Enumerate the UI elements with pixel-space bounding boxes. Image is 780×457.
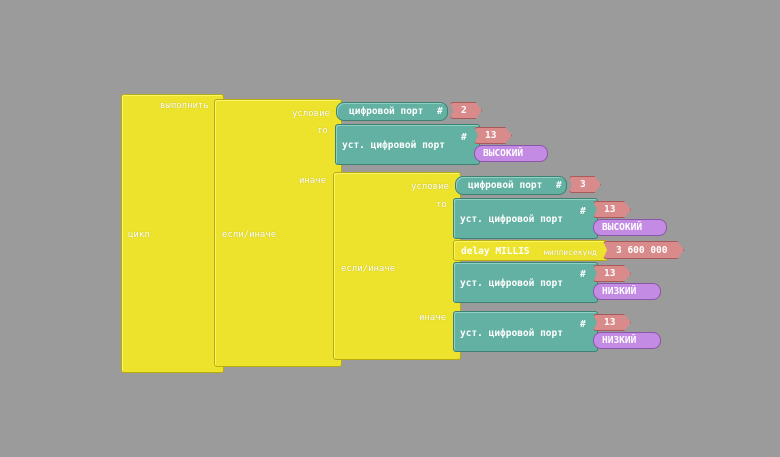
- digital-read-label-2: цифровой порт: [468, 180, 543, 191]
- hash-icon: #: [437, 106, 443, 117]
- loop-do-label: выполнить: [160, 101, 209, 111]
- digital-read-label-1: цифровой порт: [349, 106, 424, 117]
- loop-block[interactable]: [121, 94, 224, 373]
- state-block-4[interactable]: [593, 332, 661, 349]
- inner-then-label: то: [436, 200, 447, 210]
- delay-value: 3 600 000: [616, 245, 668, 256]
- state-block-2[interactable]: [593, 219, 667, 236]
- milliseconds-label: миллисекунд: [544, 248, 597, 257]
- if-else-block-outer[interactable]: [214, 99, 342, 367]
- outer-then-label: то: [317, 126, 328, 136]
- inner-else-label: иначе: [419, 313, 447, 323]
- pin-number-3: 3: [580, 179, 586, 190]
- hash-icon: #: [461, 132, 467, 143]
- digital-write-block-1[interactable]: [335, 124, 480, 165]
- digital-write-block-2[interactable]: [453, 198, 598, 239]
- pin-number-6: 13: [604, 317, 616, 328]
- pin-number-2: 13: [485, 130, 497, 141]
- digital-write-label-2: уст. цифровой порт: [460, 214, 563, 225]
- delay-label: delay MILLIS: [461, 246, 530, 257]
- loop-label: цикл: [128, 230, 150, 240]
- digital-write-label-1: уст. цифровой порт: [342, 140, 445, 151]
- inner-condition-label: условие: [411, 182, 449, 192]
- hash-icon: #: [556, 180, 562, 191]
- if-else-outer-label: если/иначе: [222, 230, 277, 240]
- state-value-2: ВЫСОКИЙ: [602, 222, 643, 233]
- digital-write-label-4: уст. цифровой порт: [460, 328, 563, 339]
- pin-number-4: 13: [604, 204, 616, 215]
- digital-write-block-4[interactable]: [453, 311, 598, 352]
- state-block-1[interactable]: [474, 145, 548, 162]
- hash-icon: #: [580, 206, 586, 217]
- pin-number-5: 13: [604, 268, 616, 279]
- digital-write-block-3[interactable]: [453, 262, 598, 303]
- if-else-block-inner[interactable]: [333, 172, 461, 360]
- digital-read-block-1[interactable]: [336, 102, 448, 121]
- digital-write-label-3: уст. цифровой порт: [460, 278, 563, 289]
- outer-condition-label: условие: [292, 109, 330, 119]
- pin-number-1: 2: [461, 105, 467, 116]
- state-block-3[interactable]: [593, 283, 661, 300]
- if-else-inner-label: если/иначе: [341, 264, 396, 274]
- digital-read-block-2[interactable]: [455, 176, 567, 195]
- state-value-4: НИЗКИЙ: [602, 335, 637, 346]
- state-value-1: ВЫСОКИЙ: [483, 148, 524, 159]
- hash-icon: #: [580, 269, 586, 280]
- outer-else-label: иначе: [299, 176, 327, 186]
- hash-icon: #: [580, 319, 586, 330]
- state-value-3: НИЗКИЙ: [602, 286, 637, 297]
